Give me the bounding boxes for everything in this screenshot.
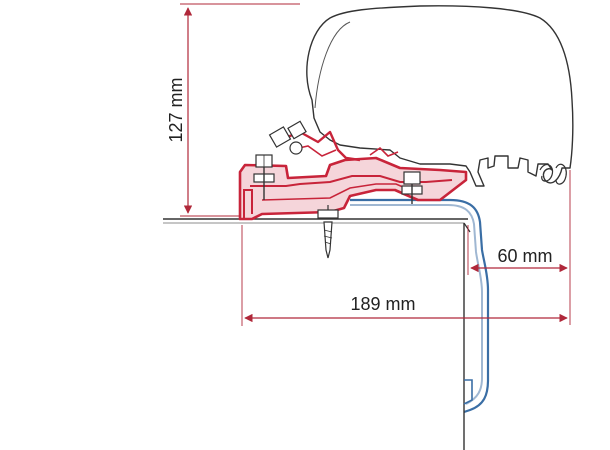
- dimension-height: 127 mm: [166, 3, 300, 217]
- awning-inner-line: [314, 21, 351, 109]
- bolt-center: [268, 120, 307, 155]
- width-label: 189 mm: [350, 294, 415, 314]
- roof-screw: [317, 205, 339, 259]
- overhang-label: 60 mm: [497, 246, 552, 266]
- bracket-lower-rail: [261, 183, 411, 201]
- bracket-clamp-left: [243, 189, 253, 218]
- awning-outline: [306, 5, 574, 187]
- awning-groove: [539, 163, 554, 182]
- dimension-width: 189 mm: [241, 225, 568, 326]
- vehicle-side-wall: [350, 198, 490, 450]
- dimension-overhang: 60 mm: [467, 170, 571, 325]
- bracket-top-ridge: [369, 146, 399, 157]
- bolt-left: [253, 154, 275, 200]
- height-label: 127 mm: [166, 77, 186, 142]
- vehicle-wall-bottom-step: [463, 379, 473, 405]
- vehicle-wall-corner: [463, 222, 471, 233]
- awning-hook: [555, 163, 567, 185]
- awning-cassette: [306, 5, 574, 187]
- bracket-main-profile: [238, 156, 468, 221]
- bolt-right: [401, 171, 423, 204]
